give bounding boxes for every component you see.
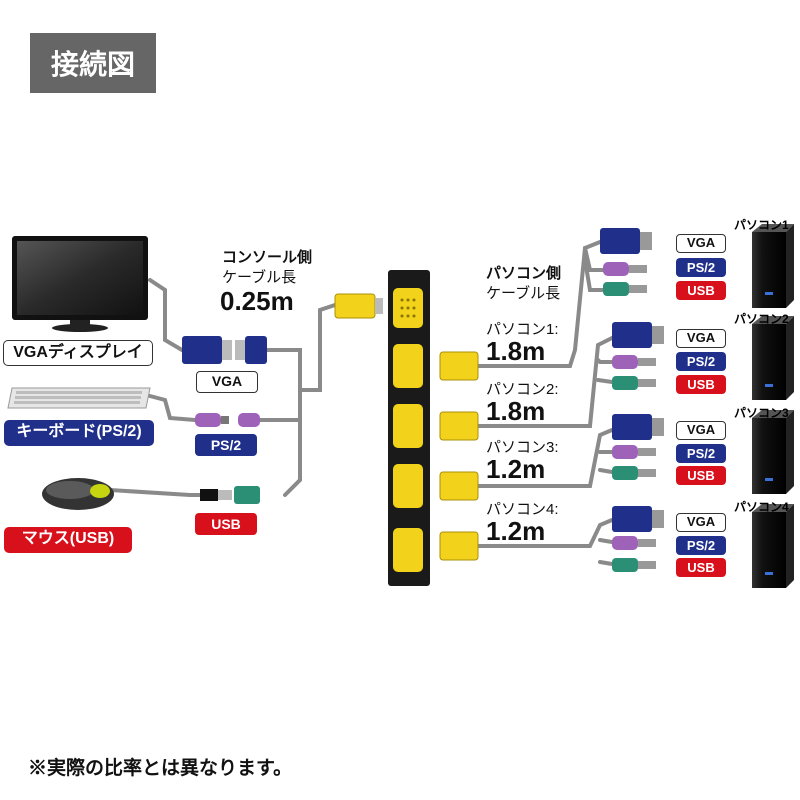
pc3-vga-pill: VGA	[676, 421, 726, 440]
monitor-label: VGAディスプレイ	[3, 340, 153, 366]
pc2-name: パソコン2	[734, 312, 789, 326]
pc4-cable-label: パソコン4:	[486, 501, 559, 518]
console-ps2-pill: PS/2	[195, 434, 257, 456]
console-usb-pill: USB	[195, 513, 257, 535]
pc3-ps2-pill: PS/2	[676, 444, 726, 463]
pc-tower-icons	[752, 224, 794, 588]
pc4-usb-pill: USB	[676, 558, 726, 577]
console-cable-title: コンソール側	[222, 249, 313, 266]
pc2-usb-pill: USB	[676, 375, 726, 394]
keyboard-label: キーボード(PS/2)	[4, 420, 154, 446]
console-usb-cable	[283, 418, 302, 497]
pc4-ps2-pill: PS/2	[676, 536, 726, 555]
pc1-cable-length: 1.8m	[486, 336, 546, 366]
pc1-name: パソコン1	[734, 218, 789, 232]
pc-cable-sub: ケーブル長	[486, 285, 561, 302]
mouse-cable	[108, 488, 207, 497]
pc3-cable-length: 1.2m	[486, 454, 546, 484]
pc1-ps2-pill: PS/2	[676, 258, 726, 277]
keyboard-icon	[7, 387, 151, 409]
pc2-vga-pill: VGA	[676, 329, 726, 348]
pc1-usb-pill: USB	[676, 281, 726, 300]
pc1-vga-pill: VGA	[676, 234, 726, 253]
pc3-cable-label: パソコン3:	[486, 439, 559, 456]
pc1-cable-label: パソコン1:	[486, 321, 559, 338]
pc3-name: パソコン3	[734, 406, 789, 420]
monitor-cable	[148, 278, 184, 352]
mouse-label: マウス(USB)	[4, 527, 132, 553]
pc2-ps2-pill: PS/2	[676, 352, 726, 371]
kvm-switch	[388, 270, 430, 586]
console-vga-connectors	[182, 336, 267, 364]
console-cable-sub: ケーブル長	[222, 269, 297, 286]
console-yellow-connector	[334, 293, 383, 319]
pc-cable-title: パソコン側	[486, 265, 562, 282]
pc4-cable-length: 1.2m	[486, 516, 546, 546]
keyboard-cable	[148, 394, 197, 422]
console-ps2-connectors	[195, 413, 260, 427]
pc2-cable-length: 1.8m	[486, 396, 546, 426]
pc4-name: パソコン4	[734, 500, 789, 514]
footnote: ※実際の比率とは異なります。	[28, 758, 293, 779]
mouse-icon	[42, 478, 114, 510]
page-title: 接続図	[30, 33, 156, 93]
console-usb-connectors	[200, 486, 260, 504]
console-trunk-cable	[298, 303, 337, 392]
pc2-cable-label: パソコン2:	[486, 381, 559, 398]
console-vga-cable	[260, 348, 302, 422]
pc-connectors	[600, 228, 664, 572]
console-vga-pill: VGA	[196, 371, 258, 393]
console-cable-length: 0.25m	[220, 286, 294, 316]
pc-cable-yellow-connectors	[439, 351, 479, 561]
monitor-icon	[12, 236, 148, 332]
pc4-vga-pill: VGA	[676, 513, 726, 532]
pc3-usb-pill: USB	[676, 466, 726, 485]
